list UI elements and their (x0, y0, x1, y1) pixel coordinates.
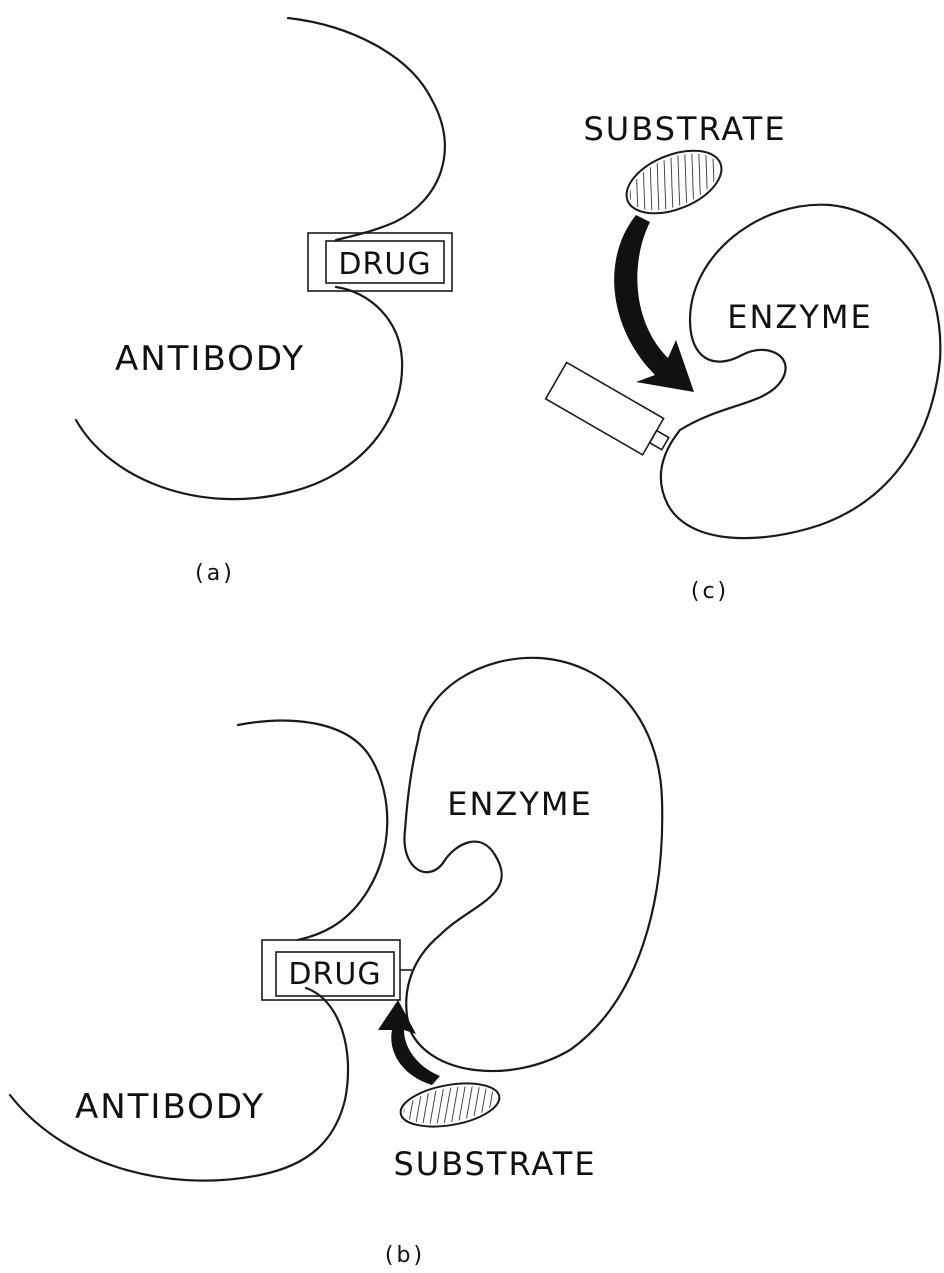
substrate-shape-c (618, 138, 731, 226)
panel-b: DRUG ENZYME ANTIBODY SUBSTRATE (b) (10, 658, 662, 1268)
drug-box-a: DRUG (308, 233, 452, 291)
caption-c: (c) (691, 579, 729, 604)
drug-box-b: DRUG (262, 940, 412, 1000)
enzyme-c-outline (661, 205, 941, 538)
substrate-label-b: SUBSTRATE (393, 1145, 596, 1183)
drug-label-b: DRUG (288, 957, 381, 992)
antibody-label-b: ANTIBODY (75, 1087, 265, 1127)
antibody-b-outline-lower (10, 988, 348, 1181)
substrate-label-c: SUBSTRATE (583, 110, 786, 148)
antibody-a-outline (288, 18, 445, 240)
antibody-b-outline-upper (238, 721, 387, 940)
antibody-label-a: ANTIBODY (115, 339, 305, 379)
substrate-shape-b (397, 1077, 502, 1134)
enzyme-label-b: ENZYME (447, 785, 592, 823)
caption-a: (a) (195, 561, 235, 586)
arrow-b-icon (378, 1000, 440, 1085)
arrow-c-icon (614, 215, 694, 392)
antibody-a-outline-lower (76, 287, 402, 499)
enzyme-b-outline (404, 658, 662, 1071)
drug-label-a: DRUG (338, 247, 431, 282)
panel-a: DRUG ANTIBODY (a) (76, 18, 452, 586)
caption-b: (b) (385, 1243, 425, 1268)
enzyme-label-c: ENZYME (727, 298, 872, 336)
panel-c: SUBSTRATE ENZYME (c) (546, 110, 941, 604)
